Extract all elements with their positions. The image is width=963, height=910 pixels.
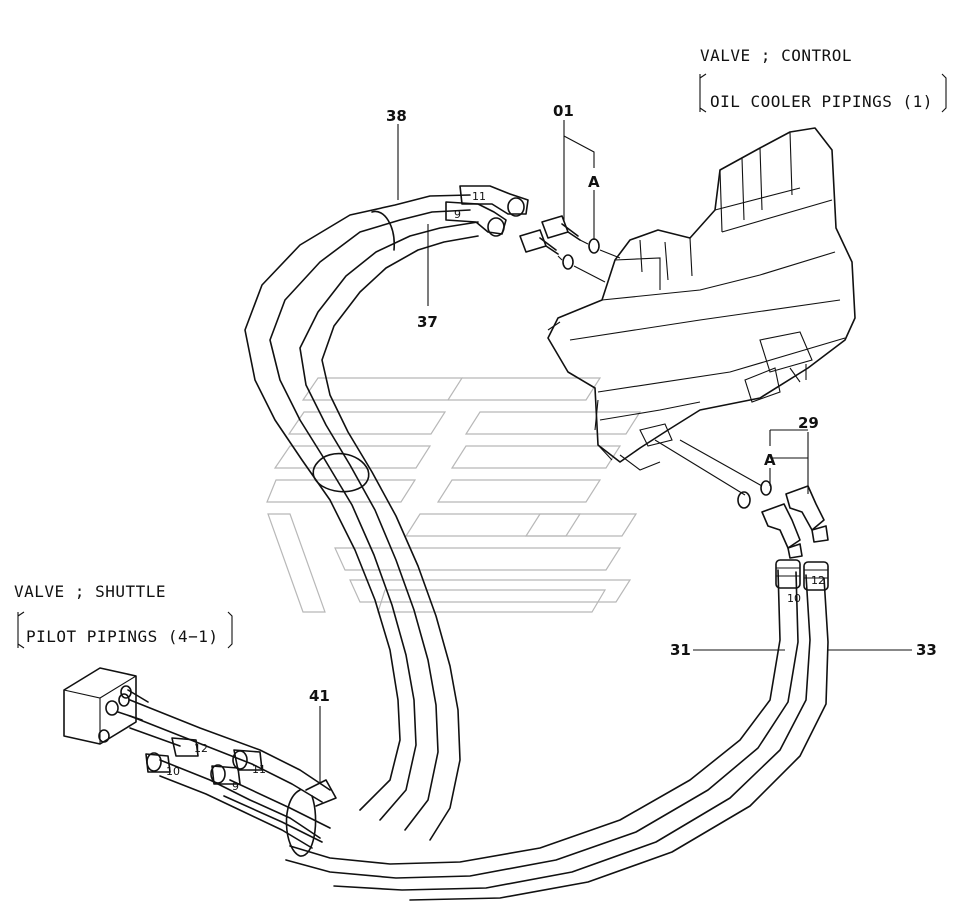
clamp-41 [285,779,337,857]
fitting-number-9-left: 9 [232,780,239,793]
control-valve-title: VALVE ; CONTROL [700,46,852,65]
fitting-number-10-right: 10 [787,592,801,605]
fitting-number-11-top: 11 [472,190,486,203]
fitting-number-12-left: 12 [194,742,208,755]
shuttle-valve-ref: PILOT PIPINGS (4−1) [26,627,219,646]
lower-left-fittings [145,737,263,785]
part-number-38: 38 [386,107,407,125]
part-number-01: 01 [553,102,574,120]
fitting-number-10-left: 10 [166,765,180,778]
part-number-29: 29 [798,414,819,432]
watermark-logo [266,377,642,613]
detail-mark-a-right: A [764,451,776,469]
hose-31-33 [285,559,829,901]
valve-right-fittings [654,439,829,559]
valve-top-fittings [519,215,621,283]
leader-lines [17,73,947,782]
hose-top-end-fittings [445,185,529,237]
control-valve-body [547,127,856,471]
fitting-number-11-left: 11 [252,763,266,776]
part-number-31: 31 [670,641,691,659]
part-number-33: 33 [916,641,937,659]
fitting-number-12-right: 12 [811,574,825,587]
part-number-37: 37 [417,313,438,331]
control-valve-ref: OIL COOLER PIPINGS (1) [710,92,933,111]
detail-mark-a-top: A [588,173,600,191]
fitting-number-9-top: 9 [454,208,461,221]
hose-lower-left [129,699,331,849]
hose-38-37 [244,194,479,841]
shuttle-valve-title: VALVE ; SHUTTLE [14,582,166,601]
part-number-41: 41 [309,687,330,705]
shuttle-valve-block [63,667,149,745]
